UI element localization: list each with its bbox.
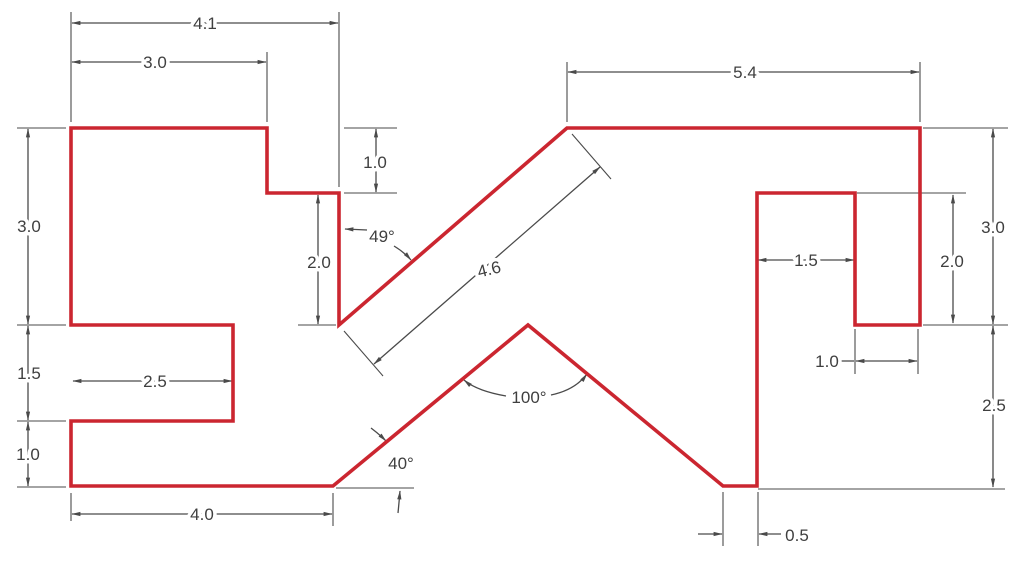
extension-lines	[17, 12, 1008, 546]
angle-leaders	[344, 227, 588, 514]
dim-valley-angle-label: 100°	[511, 388, 546, 407]
dim-left-slot-height-label: 2.0	[307, 253, 331, 272]
dim-left-middle-height-label: 1.5	[17, 364, 41, 383]
dim-left-notch-width-label: 2.5	[143, 372, 167, 391]
dim-bottom-tab-width-label: 0.5	[785, 526, 809, 545]
dim-top-overall-width-label: 4.1	[193, 14, 217, 33]
dim-top-left-width-label: 3.0	[143, 53, 167, 72]
dim-diagonal-length-label: 4.6	[475, 257, 503, 281]
dimension-labels: 4.1 3.0 5.4 3.0 1.5 1.0 1.0 49° 2.0 4.6 …	[13, 11, 1010, 549]
dim-right-slot-height-label: 2.0	[940, 252, 964, 271]
dim-left-upper-height-label: 3.0	[17, 217, 41, 236]
dim-step-angle-label: 49°	[369, 227, 395, 246]
dim-step-depth-label: 1.0	[363, 153, 387, 172]
dim-bottom-angle-label: 40°	[388, 454, 414, 473]
part-outline	[69, 126, 922, 488]
dim-right-slot-bottom-width-label: 1.0	[815, 352, 839, 371]
dim-left-lower-height-label: 1.0	[16, 445, 40, 464]
dimension-lines	[25, 20, 996, 537]
dim-right-lower-height-label: 2.5	[982, 396, 1006, 415]
dim-top-right-width-label: 5.4	[733, 63, 757, 82]
dim-right-slot-width-label: 1.5	[794, 251, 818, 270]
dim-right-upper-height-label: 3.0	[981, 218, 1005, 237]
dim-bottom-width-label: 4.0	[190, 505, 214, 524]
